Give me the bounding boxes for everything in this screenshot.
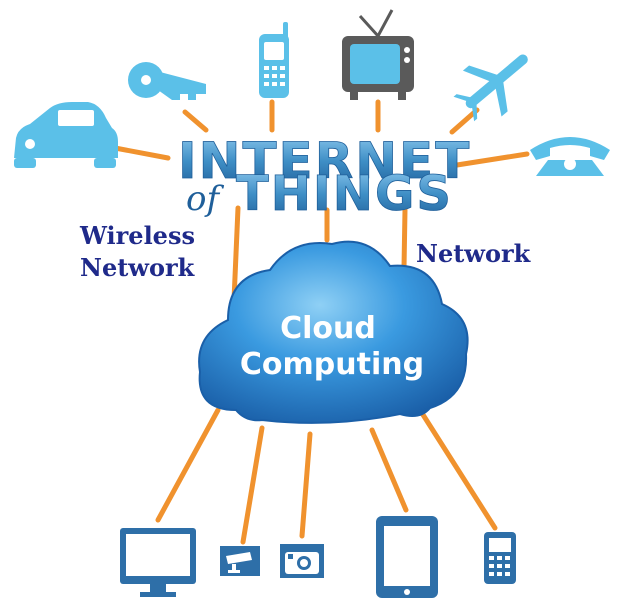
connector-telephone — [454, 151, 530, 168]
desktop-monitor-icon — [120, 528, 196, 597]
cloud-shape: Cloud Computing — [198, 240, 469, 424]
photo-camera-icon — [280, 544, 324, 578]
title-internet: INTERNET — [178, 132, 471, 190]
security-camera-icon — [220, 546, 260, 576]
iot-title: INTERNET of THINGS — [178, 132, 471, 223]
telephone-icon — [530, 137, 610, 176]
television-icon — [342, 9, 414, 100]
connector-monitor — [155, 407, 221, 523]
airplane-icon — [453, 54, 528, 122]
title-of: of — [186, 179, 224, 219]
connector-wireless — [231, 205, 241, 303]
title-things: THINGS — [236, 166, 453, 222]
network-label: Network — [416, 239, 532, 268]
cloud-label-line1: Cloud — [280, 311, 376, 346]
connector-tablet — [369, 427, 409, 513]
connector-feature-phone — [417, 407, 498, 531]
top-connectors — [112, 99, 530, 303]
wireless-label-line2: Network — [80, 253, 196, 282]
key-icon — [128, 62, 206, 100]
connector-security-camera — [240, 425, 265, 545]
connector-photo-camera — [299, 431, 313, 539]
wireless-label-line1: Wireless — [79, 221, 195, 250]
car-icon — [14, 102, 118, 168]
connector-network — [401, 207, 408, 271]
connector-key — [182, 109, 209, 133]
connector-airplane — [449, 107, 480, 135]
cloud-label-line2: Computing — [240, 347, 424, 382]
feature-phone-icon — [484, 532, 516, 584]
bottom-connectors — [155, 407, 498, 545]
mobile-phone-icon — [259, 22, 289, 98]
tablet-icon — [376, 516, 438, 598]
connector-car — [112, 145, 171, 161]
